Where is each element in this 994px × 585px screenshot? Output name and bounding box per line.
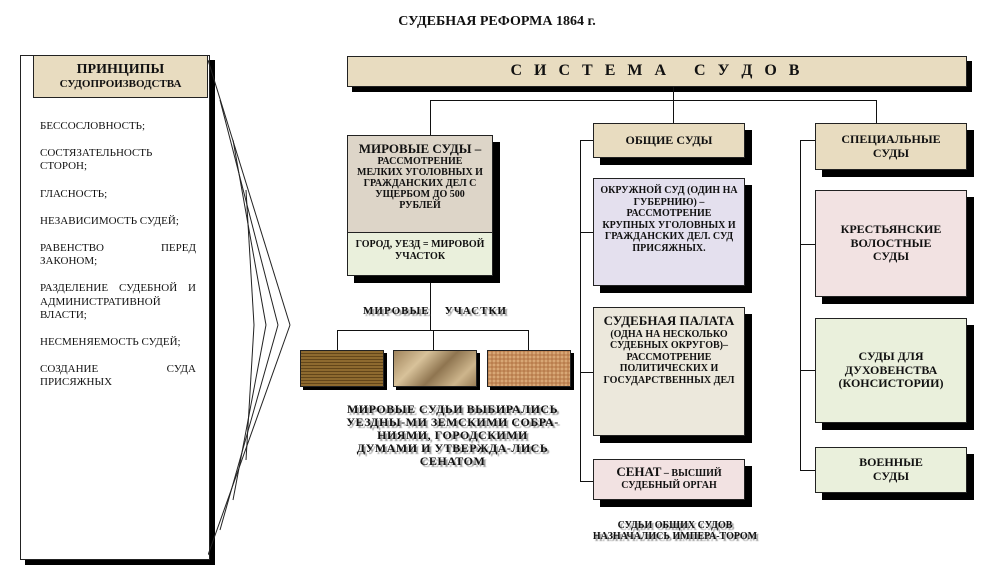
principles-frame bbox=[20, 55, 210, 560]
principle-item: НЕЗАВИСИМОСТЬ СУДЕЙ; bbox=[40, 214, 179, 227]
palata-desc: (ОДНА НА НЕСКОЛЬКО СУДЕБНЫХ ОКРУГОВ)– РА… bbox=[603, 328, 735, 386]
principle-item: РАЗДЕЛЕНИЕ СУДЕБНОЙ И АДМИНИСТРАТИВНОЙ В… bbox=[40, 282, 196, 321]
principle-item: СОСТЯЗАТЕЛЬНОСТЬ СТОРОН; bbox=[40, 147, 153, 173]
principles-header: ПРИНЦИПЫ СУДОПРОИЗВОДСТВА bbox=[33, 55, 208, 98]
senat-box: СЕНАТ – ВЫСШИЙ СУДЕБНЫЙ ОРГАН bbox=[593, 459, 745, 500]
funnel-lines bbox=[208, 60, 291, 556]
system-header: С И С Т Е М А С У Д О В bbox=[347, 56, 967, 87]
mirovye-sudy-box: МИРОВЫЕ СУДЫ – РАССМОТРЕНИЕ МЕЛКИХ УГОЛО… bbox=[347, 135, 493, 276]
sudebnaya-palata-box: СУДЕБНАЯ ПАЛАТА (ОДНА НА НЕСКОЛЬКО СУДЕБ… bbox=[593, 307, 745, 436]
principle-item: БЕССОСЛОВНОСТЬ; bbox=[40, 120, 146, 132]
principles-subtitle: СУДОПРОИЗВОДСТВА bbox=[59, 78, 182, 91]
dukhovenstvo-sudy-box: СУДЫ ДЛЯ ДУХОВЕНСТВА (КОНСИСТОРИИ) bbox=[815, 318, 967, 423]
mirovye-desc: РАССМОТРЕНИЕ МЕЛКИХ УГОЛОВНЫХ И ГРАЖДАНС… bbox=[357, 156, 483, 212]
mirovye-note: МИРОВЫЕ СУДЬИ ВЫБИРАЛИСЬ УЕЗДНЫ-МИ ЗЕМСК… bbox=[346, 402, 559, 468]
principles-title: ПРИНЦИПЫ bbox=[76, 62, 165, 78]
mirovye-title: МИРОВЫЕ СУДЫ – bbox=[358, 141, 482, 156]
voennye-sudy-box: ВОЕННЫЕ СУДЫ bbox=[815, 447, 967, 493]
mirovye-uchastki-label: МИРОВЫЕ УЧАСТКИ bbox=[363, 305, 507, 317]
principles-list: БЕССОСЛОВНОСТЬ; СОСТЯЗАТЕЛЬНОСТЬ СТОРОН;… bbox=[40, 120, 196, 403]
senat-desc: – ВЫСШИЙ СУДЕБНЫЙ ОРГАН bbox=[621, 468, 722, 491]
obshie-note: СУДЬИ ОБЩИХ СУДОВ НАЗНАЧАЛИСЬ ИМПЕРА-ТОР… bbox=[592, 520, 758, 542]
obshie-sudy-header: ОБЩИЕ СУДЫ bbox=[593, 123, 745, 158]
principle-item: СОЗДАНИЕ СУДА ПРИСЯЖНЫХ bbox=[40, 363, 196, 389]
page-title: СУДЕБНАЯ РЕФОРМА 1864 г. bbox=[398, 14, 596, 29]
krestyanskie-sudy-box: КРЕСТЬЯНСКИЕ ВОЛОСТНЫЕ СУДЫ bbox=[815, 190, 967, 297]
principle-item: ГЛАСНОСТЬ; bbox=[40, 187, 108, 200]
senat-title: СЕНАТ bbox=[616, 464, 662, 479]
palata-title: СУДЕБНАЯ ПАЛАТА bbox=[603, 313, 735, 328]
okruzhnoy-sud-box: ОКРУЖНОЙ СУД (ОДИН НА ГУБЕРНИЮ) – РАССМО… bbox=[593, 178, 745, 286]
special-sudy-header: СПЕЦИАЛЬНЫЕ СУДЫ bbox=[815, 123, 967, 170]
uchastok-1 bbox=[300, 350, 384, 387]
uchastok-3 bbox=[487, 350, 571, 387]
principle-item: РАВЕНСТВО ПЕРЕД ЗАКОНОМ; bbox=[40, 241, 196, 268]
principle-item: НЕСМЕНЯЕМОСТЬ СУДЕЙ; bbox=[40, 335, 181, 348]
mirovye-sub: ГОРОД, УЕЗД = МИРОВОЙ УЧАСТОК bbox=[348, 233, 492, 275]
uchastok-2 bbox=[393, 350, 477, 387]
